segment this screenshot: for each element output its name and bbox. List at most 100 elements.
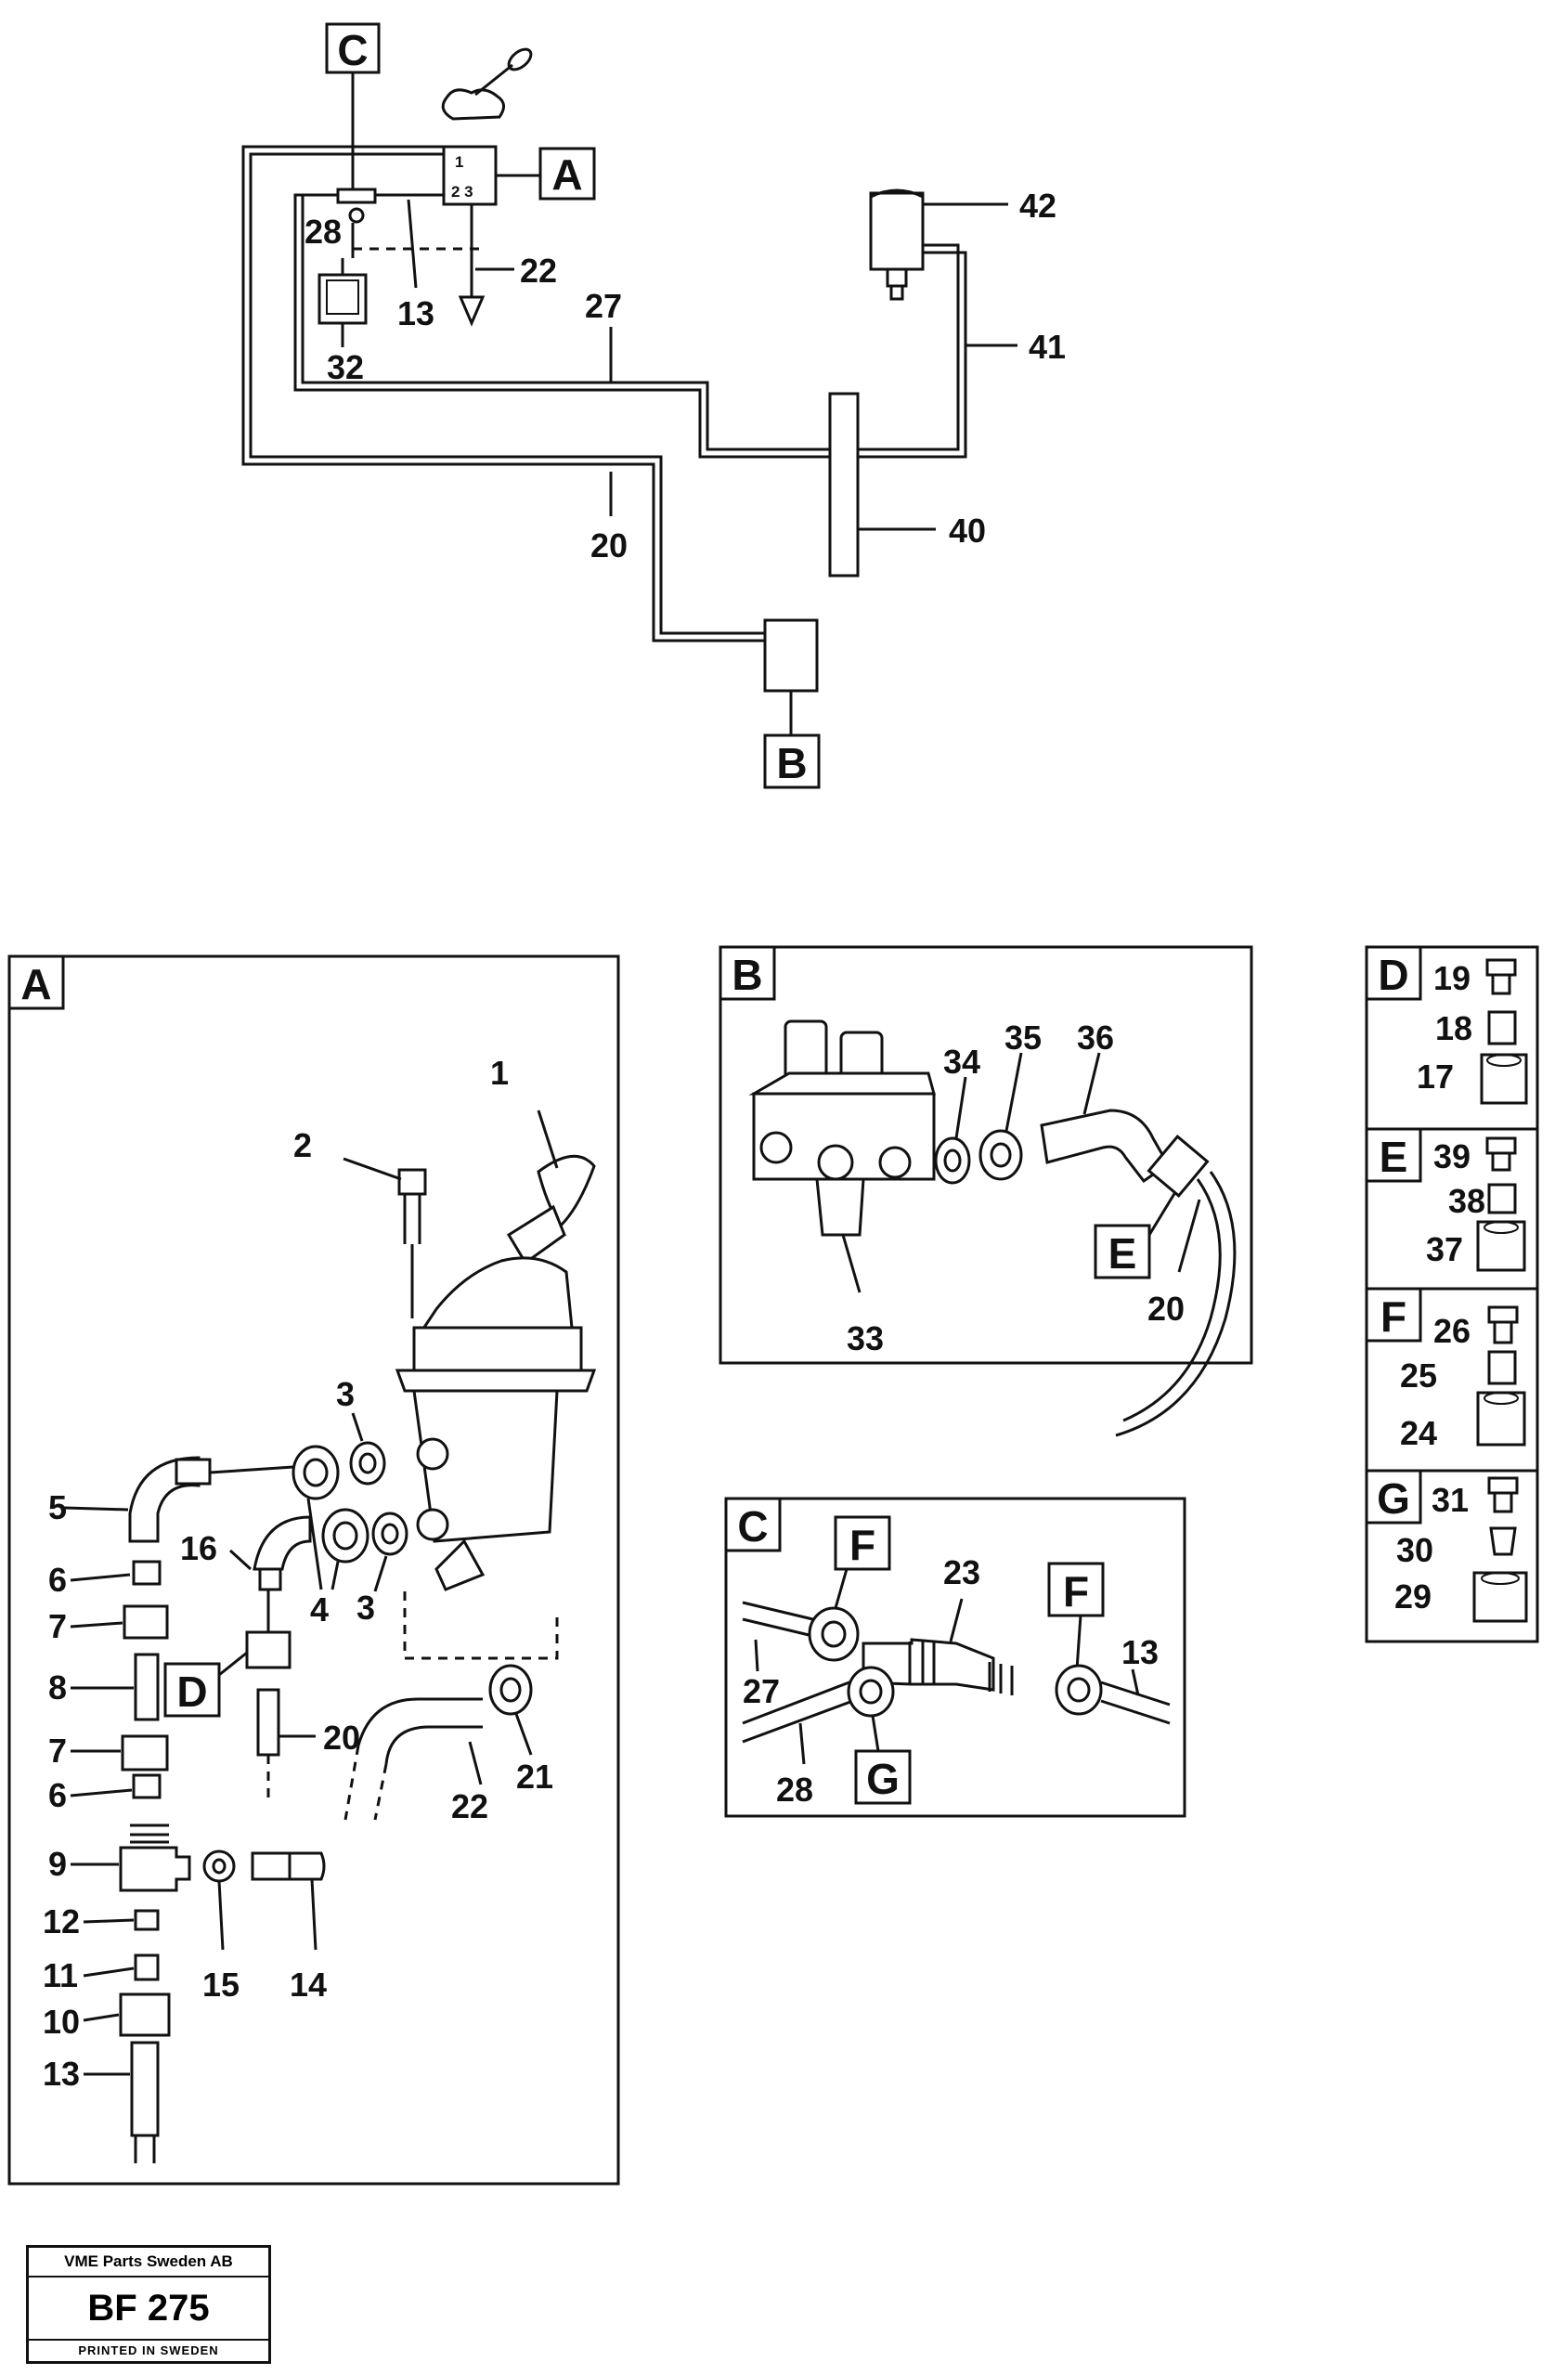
title-block: VME Parts Sweden AB BF 275 PRINTED IN SW…: [26, 2245, 271, 2364]
panel-a: A 1 2 3 3: [7, 954, 620, 2186]
callout-13: 13: [397, 294, 434, 332]
callout-3: 3: [356, 1589, 375, 1627]
callout-42: 42: [1019, 187, 1056, 225]
panel-b: B 33 34 35 36 20: [719, 945, 1253, 1437]
callout-41: 41: [1029, 328, 1066, 366]
callout-35: 35: [1004, 1019, 1042, 1057]
callout-27: 27: [585, 287, 622, 325]
overview-tag-a: A: [551, 150, 582, 199]
callout-31: 31: [1432, 1481, 1469, 1519]
callout-38: 38: [1448, 1182, 1485, 1220]
panel-c-subtag-f-left-box: [834, 1515, 891, 1571]
panel-c-subtag-g: G: [866, 1755, 900, 1803]
callout-2-3: 2 3: [451, 183, 473, 201]
callout-1: 1: [490, 1054, 509, 1092]
printed-note: PRINTED IN SWEDEN: [29, 2339, 268, 2361]
callout-32: 32: [327, 348, 364, 386]
panel-a-tag-box: [7, 954, 65, 1010]
callout-29: 29: [1394, 1577, 1432, 1616]
frame-40: [828, 392, 860, 578]
panel-a-tag: A: [20, 960, 51, 1008]
callout-28: 28: [776, 1771, 813, 1809]
tank-42: [869, 188, 925, 301]
callout-14: 14: [290, 1966, 327, 2004]
callout-39: 39: [1433, 1137, 1471, 1175]
callout-6: 6: [48, 1776, 67, 1814]
callout-19: 19: [1433, 959, 1471, 997]
panel-e-tag-box: [1365, 1127, 1422, 1183]
lever-icon: [441, 47, 533, 121]
drawing-code: BF 275: [87, 2288, 210, 2329]
callout-5: 5: [48, 1488, 67, 1526]
panel-b-subtag-e: E: [1108, 1229, 1137, 1278]
overview-schematic: C 1 2 3 A 28 32 13: [241, 22, 1066, 789]
callout-4: 4: [310, 1590, 329, 1629]
callout-20: 20: [323, 1719, 360, 1757]
panel-d-tag: D: [1378, 951, 1408, 999]
callout-7: 7: [48, 1607, 67, 1645]
panel-a-subtag-d-box: [163, 1662, 221, 1718]
callout-37: 37: [1426, 1230, 1463, 1268]
callout-30: 30: [1396, 1531, 1433, 1569]
panel-f: F 26 25 24: [1365, 1287, 1539, 1473]
callout-34: 34: [943, 1043, 980, 1081]
overview-tag-c: C: [337, 26, 368, 74]
hand-brake-valve: [395, 1154, 597, 1591]
callout-16: 16: [180, 1529, 217, 1567]
panel-a-subtag-d: D: [176, 1668, 207, 1716]
callout-22: 22: [451, 1787, 488, 1825]
panel-c-tag-box: [724, 1497, 782, 1552]
panel-c-subtag-f-left: F: [849, 1521, 875, 1569]
callout-12: 12: [43, 1902, 80, 1940]
panel-b-subtag-e-box: [1094, 1224, 1151, 1279]
overview-tag-b: B: [776, 739, 807, 787]
panel-c-subtag-f-right: F: [1063, 1567, 1089, 1616]
company-name: VME Parts Sweden AB: [29, 2248, 268, 2278]
callout-24: 24: [1400, 1414, 1437, 1452]
panel-c-subtag-f-right-box: [1047, 1562, 1105, 1617]
callout-23: 23: [943, 1553, 980, 1591]
callout-40: 40: [949, 512, 986, 550]
callout-20: 20: [1147, 1290, 1185, 1328]
overview-tag-a-box: [538, 147, 596, 201]
callout-11: 11: [43, 1956, 78, 1994]
panel-b-tag: B: [732, 951, 762, 999]
callout-8: 8: [48, 1668, 67, 1707]
callout-33: 33: [847, 1319, 884, 1357]
callout-3: 3: [336, 1375, 355, 1413]
panel-d: D 19 18 17: [1365, 945, 1539, 1131]
callout-21: 21: [516, 1758, 553, 1796]
panel-c-subtag-g-box: [854, 1749, 912, 1805]
callout-13: 13: [1121, 1633, 1159, 1671]
panel-g-tag-box: [1365, 1469, 1422, 1525]
panel-d-tag-box: [1365, 945, 1422, 1001]
panel-b-tag-box: [719, 945, 776, 1001]
callout-6: 6: [48, 1561, 67, 1599]
callout-7: 7: [48, 1732, 67, 1770]
panel-e-tag: E: [1380, 1133, 1408, 1181]
callout-25: 25: [1400, 1356, 1437, 1395]
callout-2: 2: [293, 1126, 312, 1164]
panel-g-tag: G: [1377, 1474, 1410, 1523]
callout-13: 13: [43, 2055, 80, 2093]
panel-e: E 39 38 37: [1365, 1127, 1539, 1291]
callout-15: 15: [202, 1966, 240, 2004]
callout-20: 20: [590, 526, 628, 565]
panel-f-tag: F: [1380, 1292, 1406, 1341]
panel-c: C 27 F 23 28 G F: [724, 1497, 1186, 1818]
valve-b-box: [763, 618, 819, 693]
callout-10: 10: [43, 2003, 80, 2041]
callout-28: 28: [305, 213, 342, 251]
callout-22: 22: [520, 252, 557, 290]
panel-f-tag-box: [1365, 1287, 1422, 1343]
svg-text:1: 1: [455, 153, 463, 171]
overview-tag-b-box: [763, 733, 821, 789]
callout-18: 18: [1435, 1009, 1472, 1047]
panel-g: G 31 30 29: [1365, 1469, 1539, 1643]
callout-9: 9: [48, 1845, 67, 1883]
callout-36: 36: [1077, 1019, 1114, 1057]
callout-17: 17: [1417, 1058, 1454, 1096]
callout-27: 27: [743, 1672, 780, 1710]
relay-valve: [748, 1019, 936, 1237]
